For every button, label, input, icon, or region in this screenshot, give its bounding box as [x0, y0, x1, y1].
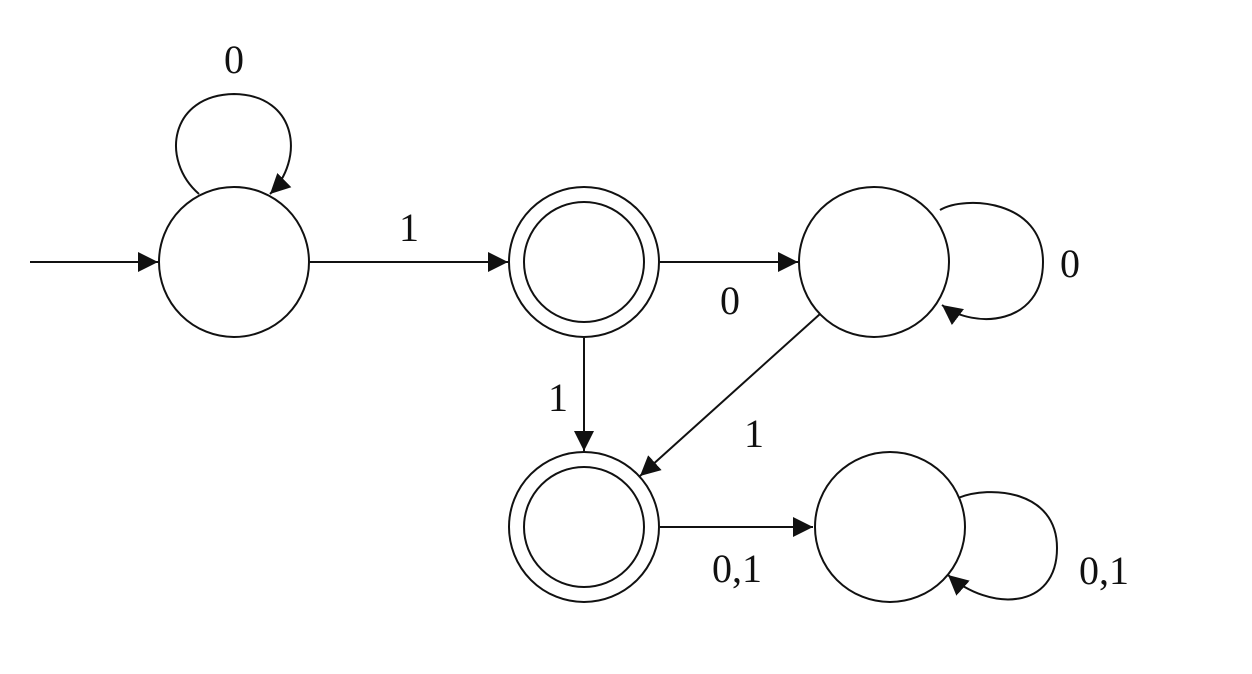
label-s1-s3: 1	[548, 375, 568, 420]
state-s3	[508, 451, 660, 603]
label-s2-s2: 0	[1060, 241, 1080, 286]
label-s2-s3: 1	[744, 411, 764, 456]
label-s4-s4: 0,1	[1079, 548, 1129, 593]
state-s4	[814, 451, 966, 603]
label-s3-s4: 0,1	[712, 546, 762, 591]
label-s0-s1: 1	[399, 205, 419, 250]
label-s1-s2: 0	[720, 278, 740, 323]
edge-s0-s0	[175, 92, 292, 195]
state-s2	[798, 186, 950, 338]
state-s1	[508, 186, 660, 338]
edge-s2-s2	[939, 201, 1045, 326]
label-s0-s0: 0	[224, 37, 244, 82]
state-s0	[158, 186, 310, 338]
accepting-ring	[523, 466, 645, 588]
accepting-ring	[523, 201, 645, 323]
edge-s2-s3	[639, 313, 821, 477]
edge-s4-s4	[947, 491, 1059, 601]
